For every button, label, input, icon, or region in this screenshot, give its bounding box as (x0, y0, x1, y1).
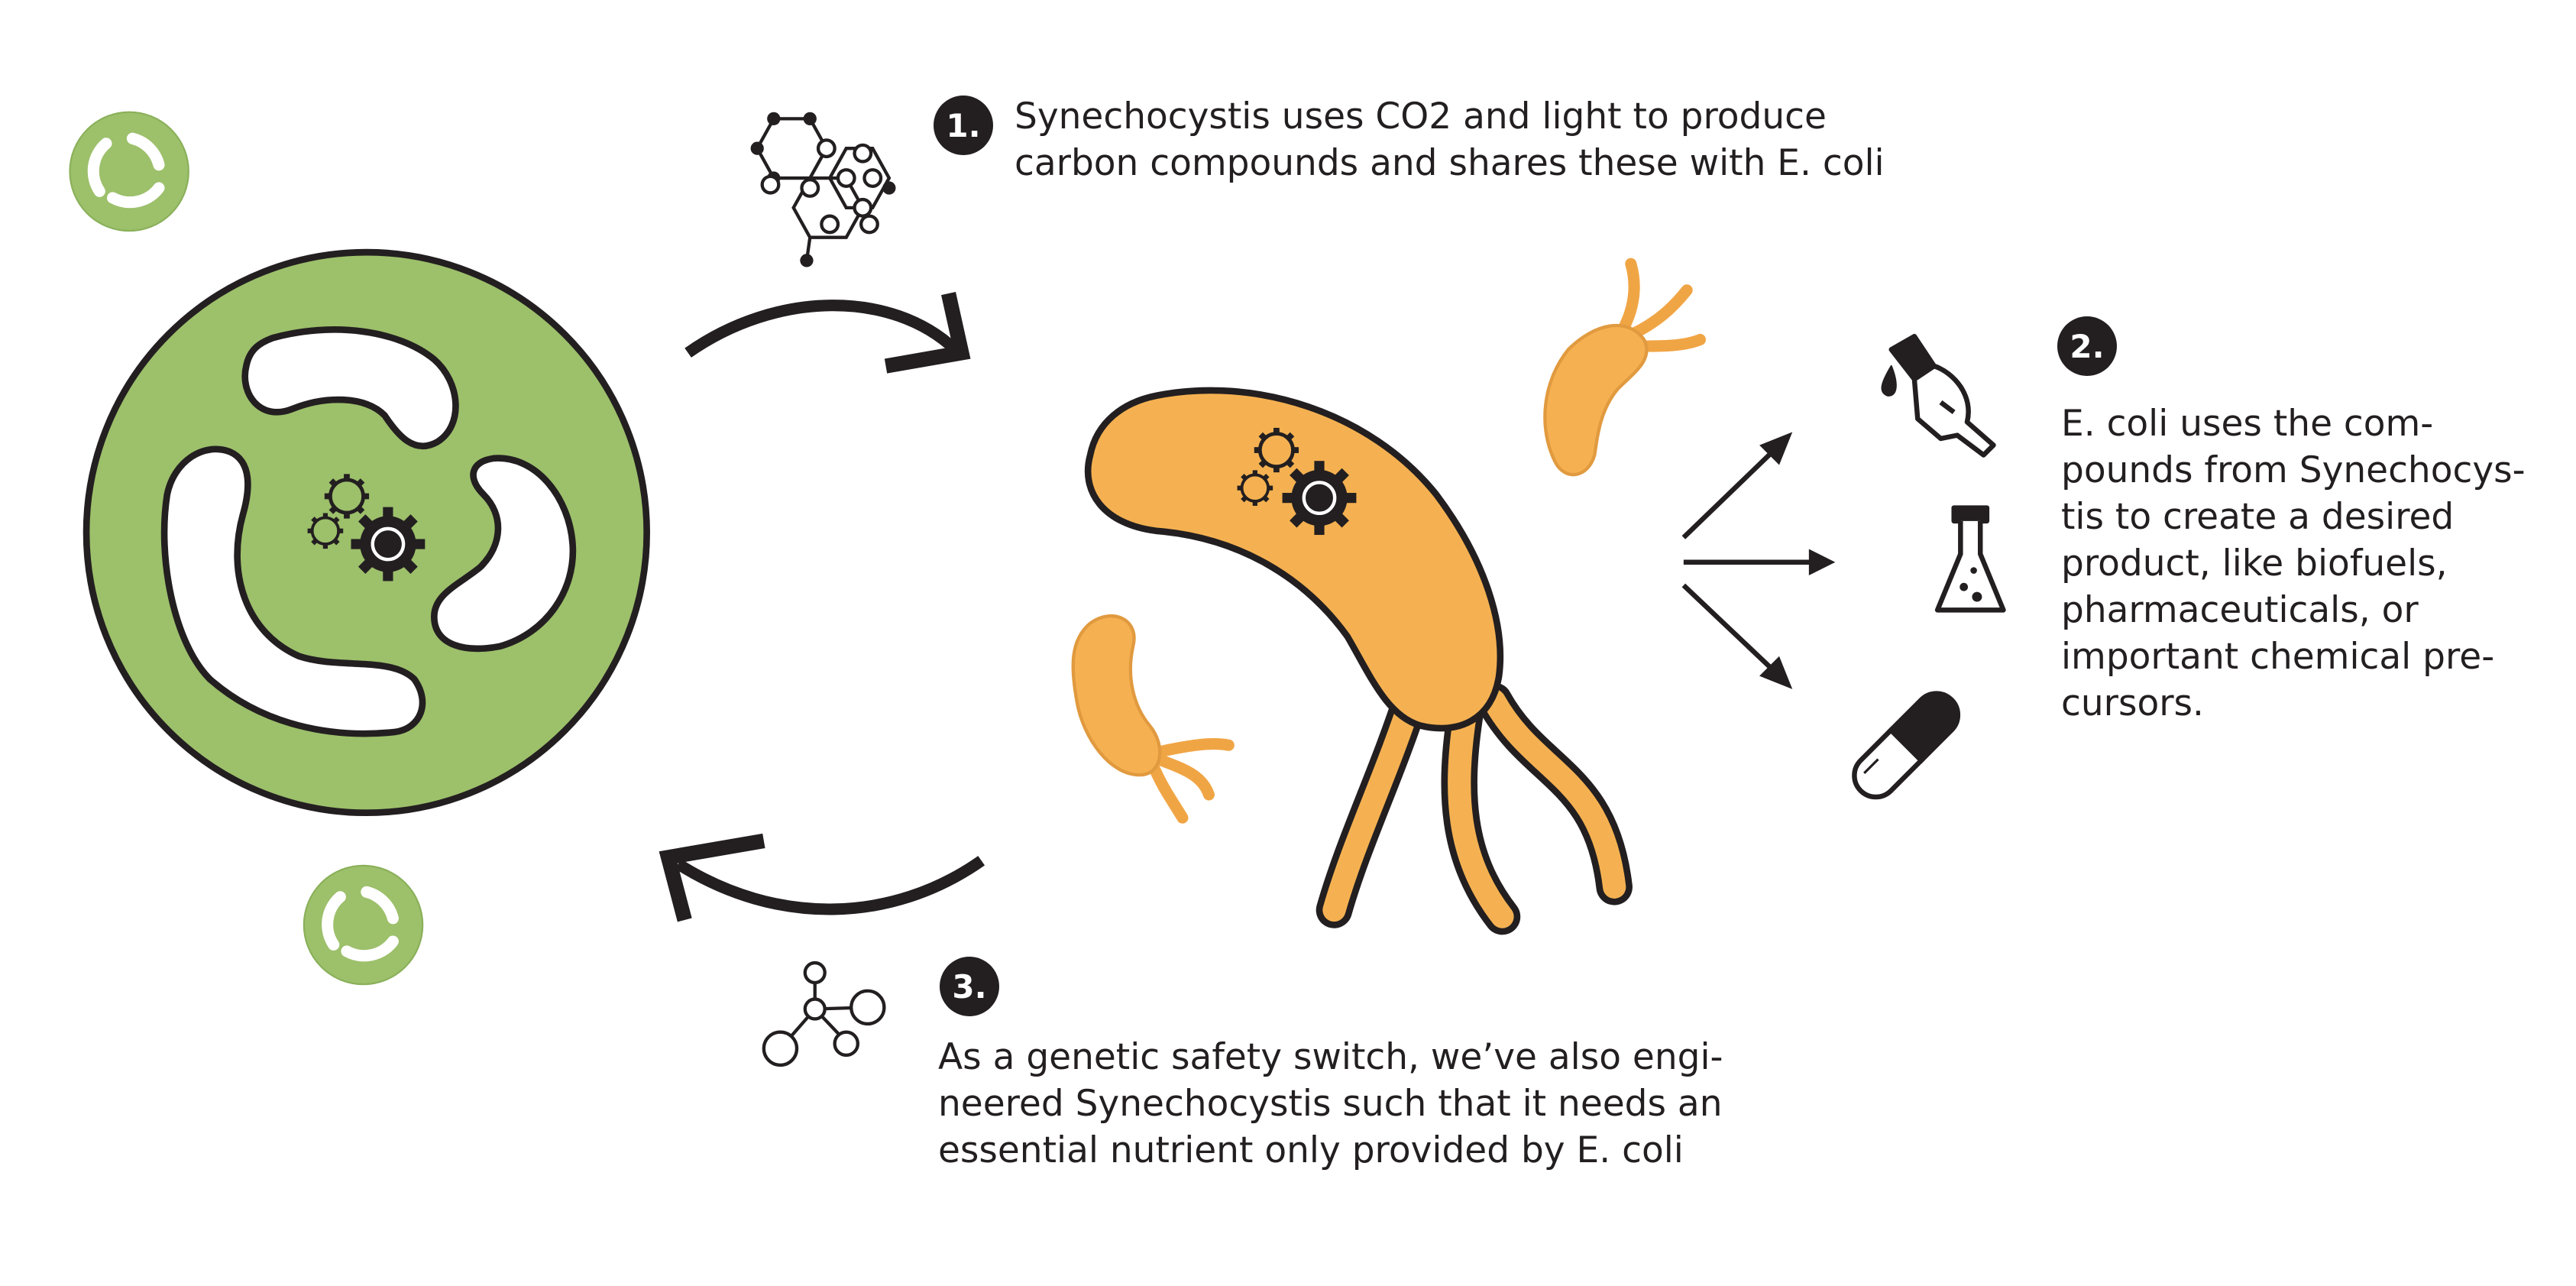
branched-molecule-icon (762, 960, 886, 1067)
small-synechocystis-icon (303, 864, 424, 986)
step-1-caption: Synechocystis uses CO2 and light to prod… (1015, 96, 1885, 184)
straight-arrow-icon (1683, 549, 1836, 576)
small-ecoli-icon (1543, 258, 1706, 477)
step-2-caption: E. coli uses the com- pounds from Synech… (2061, 403, 2526, 724)
fuel-nozzle-icon (1881, 333, 1996, 458)
gear-icon (351, 507, 425, 581)
straight-arrow-icon (1681, 432, 1793, 539)
step-2-badge: 2. (2057, 316, 2117, 376)
gear-icon (1283, 461, 1357, 535)
straight-arrow-icon (1681, 583, 1793, 689)
hexagon-molecule-icon (750, 112, 896, 267)
ecoli-cell-icon (1084, 387, 1633, 935)
step-3-badge: 3. (940, 957, 999, 1016)
small-ecoli-icon (1071, 614, 1235, 824)
curved-arrow-icon (684, 291, 971, 374)
flask-icon (1934, 505, 2006, 613)
step-1-badge: 1. (934, 96, 993, 155)
pill-capsule-icon (1852, 691, 1961, 800)
small-synechocystis-icon (69, 111, 189, 232)
curved-arrow-icon (659, 833, 985, 922)
step-3-caption: As a genetic safety switch, we’ve also e… (938, 1036, 1723, 1171)
synechocystis-cell-icon (83, 248, 650, 817)
